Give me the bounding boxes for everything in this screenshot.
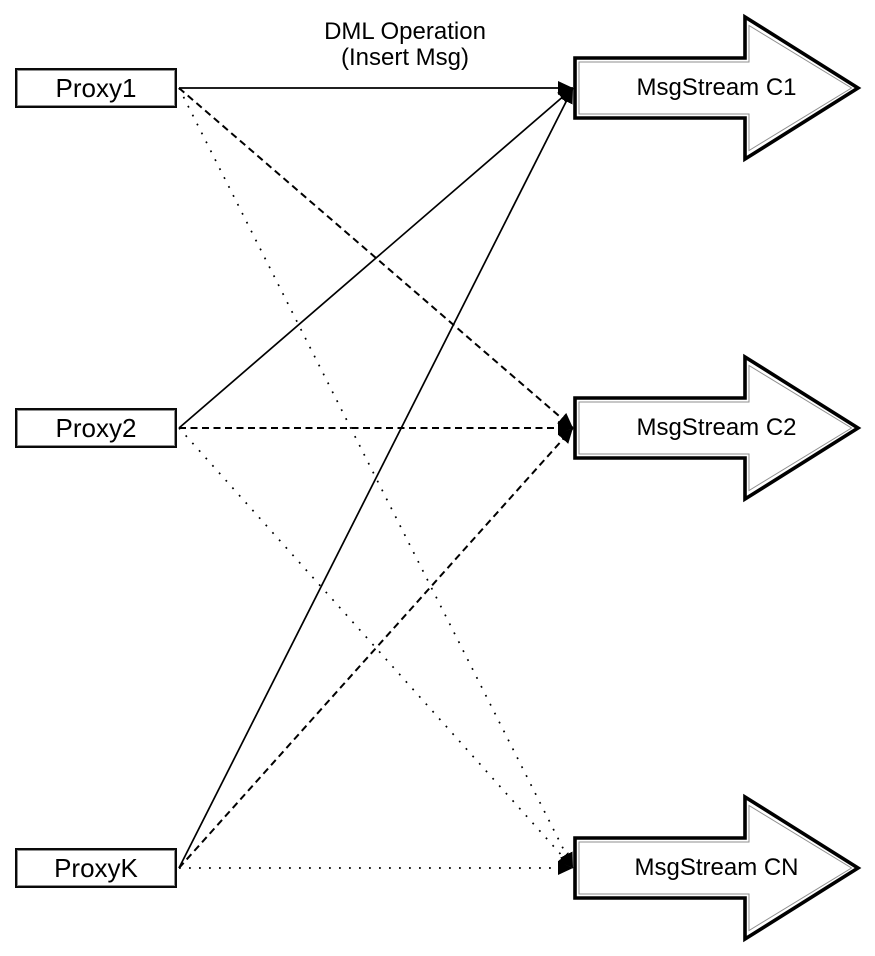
msgstream-arrow-c2 — [573, 353, 862, 503]
connection-proxy1-to-c2 — [178, 87, 574, 429]
connection-proxy2-to-c1 — [178, 87, 574, 429]
connection-proxyk-to-c2 — [178, 427, 574, 869]
connection-proxy2-to-cn — [178, 427, 574, 869]
msgstream-arrow-c1 — [573, 13, 862, 163]
proxy-box-proxy1: Proxy1 — [15, 68, 177, 108]
diagram-title: DML Operation (Insert Msg) — [285, 19, 525, 71]
proxy2-label: Proxy2 — [55, 413, 137, 443]
diagram-title-line1: DML Operation — [324, 18, 486, 45]
proxy1-label: Proxy1 — [55, 73, 137, 103]
msgstream-arrow-c1-inner-outline — [578, 24, 853, 152]
connection-proxyk-to-c1 — [178, 87, 574, 869]
proxy-box-proxyk: ProxyK — [15, 848, 177, 888]
proxy-box-proxy2: Proxy2 — [15, 408, 177, 448]
msgstream-arrow-c2-inner-outline — [578, 364, 853, 492]
proxyk-label: ProxyK — [54, 853, 138, 883]
msgstream-arrow-cn-inner-outline — [578, 804, 853, 932]
diagram-title-line2: (Insert Msg) — [340, 44, 469, 71]
msgstream-arrow-cn — [573, 793, 862, 943]
